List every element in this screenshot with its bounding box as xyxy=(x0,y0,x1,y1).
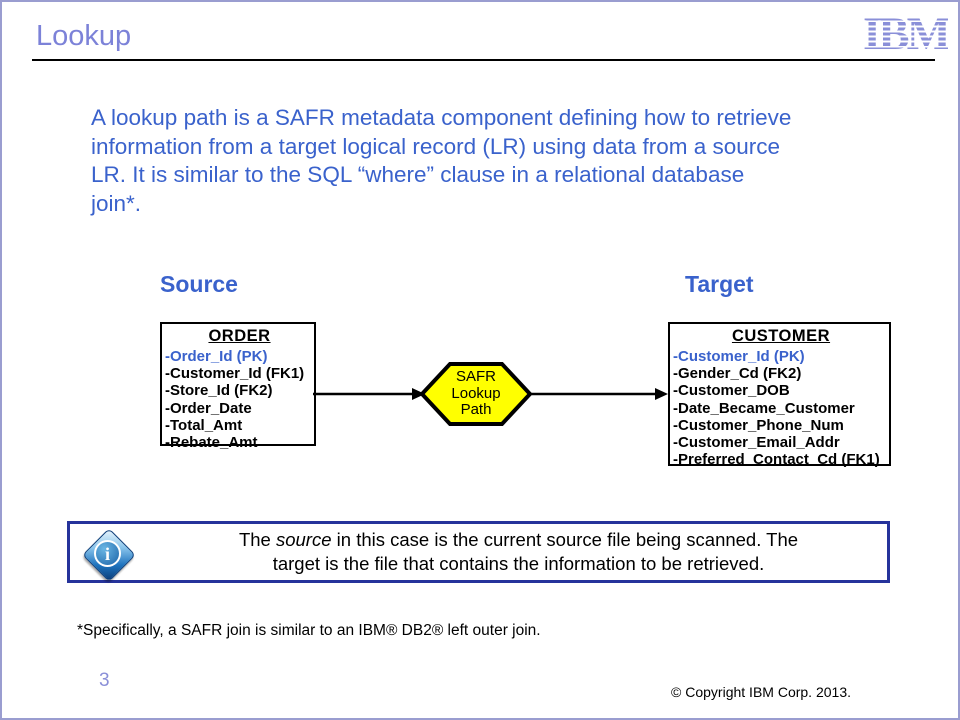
note-text-italic: source xyxy=(275,529,332,550)
entity-title: ORDER xyxy=(208,327,271,345)
note-text: The source in this case is the current s… xyxy=(170,524,867,580)
entity-field: -Total_Amt xyxy=(165,416,243,434)
entity-field: -Order_Date xyxy=(165,399,252,417)
source-entity-box: ORDER -Order_Id (PK)-Customer_Id (FK1)-S… xyxy=(160,322,316,451)
entity-field-list: -Customer_Id (PK)-Gender_Cd (FK2)-Custom… xyxy=(673,348,889,468)
entity-field: -Customer_Id (PK) xyxy=(673,348,805,365)
entity-field: -Customer_Email_Addr xyxy=(673,434,840,452)
entity-field: -Date_Became_Customer xyxy=(673,399,855,417)
target-label: Target xyxy=(685,271,754,297)
entity-field-list: -Order_Id (PK)-Customer_Id (FK1)-Store_I… xyxy=(165,348,314,451)
info-icon: i xyxy=(80,526,136,582)
note-text-rest: in this case is the current source file … xyxy=(272,529,799,574)
note-box: i The source in this case is the current… xyxy=(67,521,890,583)
ibm-logo: IBM xyxy=(848,11,951,58)
source-to-lookup-arrow xyxy=(313,388,425,400)
lookup-to-target-arrow xyxy=(530,388,668,400)
page-number: 3 xyxy=(99,670,110,691)
footnote: *Specifically, a SAFR join is similar to… xyxy=(77,622,541,639)
entity-field: -Rebate_Amt xyxy=(165,434,258,452)
lookup-path-hexagon: SAFR Lookup Path xyxy=(419,361,533,427)
entity-field: -Order_Id (PK) xyxy=(165,348,268,365)
info-icon-circle: i xyxy=(94,540,121,567)
info-icon-letter: i xyxy=(104,543,110,564)
entity-field: -Customer_DOB xyxy=(673,382,790,400)
entity-field: -Customer_Id (FK1) xyxy=(165,365,305,383)
entity-field: -Preferred_Contact_Cd (FK1) xyxy=(673,451,880,469)
entity-field: -Gender_Cd (FK2) xyxy=(673,365,802,383)
entity-field: -Store_Id (FK2) xyxy=(165,382,273,400)
page-title: Lookup xyxy=(36,20,132,52)
lookup-path-label: SAFR Lookup Path xyxy=(451,368,501,419)
note-text-prefix: The xyxy=(238,529,276,550)
title-divider xyxy=(32,59,935,61)
intro-paragraph: A lookup path is a SAFR metadata compone… xyxy=(91,105,792,216)
target-entity-box: CUSTOMER -Customer_Id (PK)-Gender_Cd (FK… xyxy=(668,322,891,468)
source-label: Source xyxy=(160,271,238,297)
entity-title: CUSTOMER xyxy=(731,327,831,345)
copyright: © Copyright IBM Corp. 2013. xyxy=(671,684,851,700)
entity-field: -Customer_Phone_Num xyxy=(673,416,844,434)
